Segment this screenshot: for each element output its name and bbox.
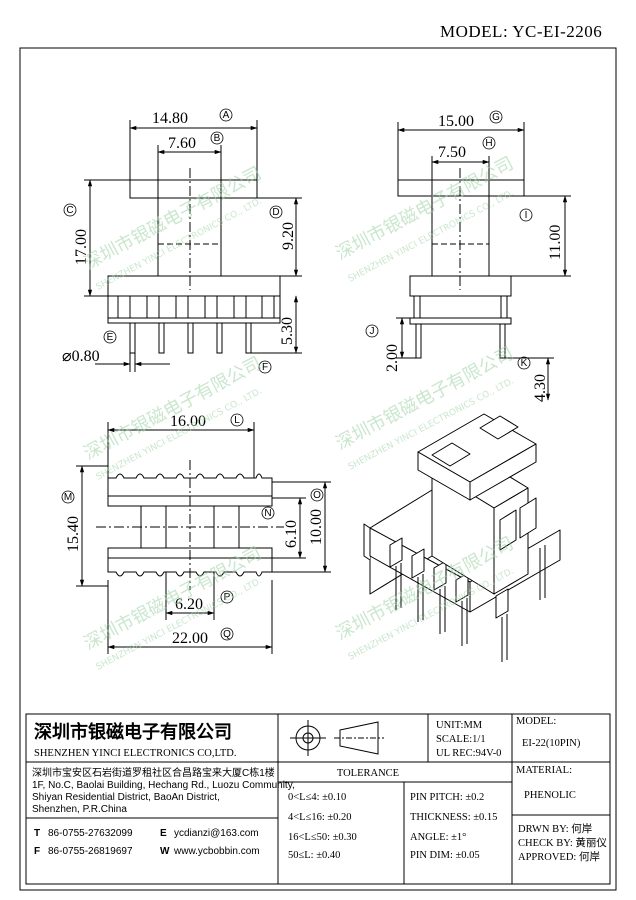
tag-c: C (66, 205, 73, 216)
dim-p-value: 6.20 (175, 596, 203, 613)
tag-d: D (272, 207, 279, 218)
dim-d-value: 9.20 (280, 222, 297, 250)
address-en-line2: Shiyan Residential District, BaoAn Distr… (32, 792, 220, 803)
pin-pitch-tol: PIN PITCH: ±0.2 (410, 792, 484, 803)
fax-number: 86-0755-26819697 (48, 846, 133, 857)
dim-a-value: 14.80 (152, 110, 188, 127)
tag-q: Q (223, 629, 231, 640)
dim-i-value: 11.00 (547, 225, 564, 260)
material-field-value: PHENOLIC (524, 790, 576, 801)
tag-n: N (264, 508, 271, 519)
dim-j-value: 2.00 (384, 344, 401, 372)
tel-label: T (34, 828, 40, 839)
scale-label: SCALE:1/1 (436, 734, 486, 745)
drawn-by: DRWN BY: 何岸 (518, 822, 592, 835)
tag-m: M (64, 492, 72, 503)
checked-by: CHECK BY: 黄丽仪 (518, 836, 607, 849)
address-en-line1: 1F, No.C, Baolai Building, Hechang Rd., … (32, 780, 295, 791)
email-label: E (160, 828, 167, 839)
tag-g: G (492, 112, 500, 123)
dim-e-value: ⌀0.80 (62, 348, 100, 365)
tag-j: J (370, 326, 375, 337)
outer-frame (19, 47, 617, 891)
front-dim-labels: 14.80 7.60 17.00 9.20 ⌀0.80 5.30 (62, 110, 297, 365)
side-dim-labels: 15.00 7.50 11.00 2.00 4.30 (384, 113, 564, 402)
tolerance-row-3: 16<L≤50: ±0.30 (288, 832, 357, 843)
pin-dim-tol: PIN DIM: ±0.05 (410, 850, 480, 861)
tag-l: L (234, 415, 240, 426)
model-number: MODEL: YC-EI-2206 (440, 22, 603, 41)
model-field-value: EI-22(10PIN) (522, 738, 581, 749)
thickness-tol: THICKNESS: ±0.15 (410, 812, 497, 823)
dim-q-value: 22.00 (172, 630, 208, 647)
top-view (76, 422, 331, 654)
address-en-line3: Shenzhen, P.R.China (32, 804, 127, 815)
dim-g-value: 15.00 (438, 113, 474, 130)
unit-label: UNIT:MM (436, 720, 483, 731)
front-balloons (63, 108, 283, 374)
tolerance-row-2: 4<L≤16: ±0.20 (288, 812, 352, 823)
isometric-view (363, 413, 561, 662)
side-balloon-tags: G H I J K (370, 112, 528, 369)
dim-m-value: 15.40 (65, 516, 82, 552)
model-field-label: MODEL: (516, 716, 556, 727)
tag-e: E (107, 332, 114, 343)
side-view (396, 122, 571, 401)
material-field-label: MATERIAL: (516, 765, 572, 776)
tolerance-row-1: 0<L≤4: ±0.10 (288, 792, 346, 803)
tag-k: K (521, 358, 528, 369)
website-url[interactable]: www.ycbobbin.com (173, 846, 260, 857)
tolerance-row-4: 50≤L: ±0.40 (288, 850, 340, 861)
top-balloons (61, 413, 324, 641)
top-balloon-tags: L M N O P Q (64, 415, 321, 640)
tag-o: O (313, 490, 321, 501)
dim-c-value: 17.00 (73, 229, 90, 265)
dim-n-value: 6.10 (283, 520, 300, 548)
web-label: W (160, 846, 170, 857)
dim-k-value: 4.30 (532, 374, 549, 402)
angle-tol: ANGLE: ±1° (410, 832, 466, 843)
company-name-cn: 深圳市银磁电子有限公司 (34, 721, 232, 743)
title-block-text: 深圳市银磁电子有限公司 SHENZHEN YINCI ELECTRONICS C… (32, 716, 607, 863)
email-address[interactable]: ycdianzi@163.com (174, 828, 259, 839)
tag-p: P (224, 592, 231, 603)
ul-rec-label: UL REC:94V-0 (436, 748, 501, 759)
tag-a: A (223, 110, 230, 121)
front-view (84, 120, 302, 372)
tag-i: I (525, 210, 528, 221)
tag-b: B (214, 133, 221, 144)
tag-h: H (485, 138, 492, 149)
tel-number: 86-0755-27632099 (48, 828, 133, 839)
front-balloon-tags: A B C D E F (66, 110, 279, 373)
fax-label: F (34, 846, 40, 857)
title-block (25, 713, 611, 885)
tag-f: F (262, 362, 268, 373)
top-dim-labels: 16.00 15.40 6.10 10.00 6.20 22.00 (65, 413, 325, 647)
dim-o-value: 10.00 (308, 509, 325, 545)
dim-h-value: 7.50 (438, 144, 466, 161)
company-name-en: SHENZHEN YINCI ELECTRONICS CO,LTD. (34, 748, 237, 759)
approved-by: APPROVED: 何岸 (518, 850, 600, 863)
dim-l-value: 16.00 (170, 413, 206, 430)
side-balloons (365, 110, 533, 370)
tolerance-title: TOLERANCE (337, 768, 399, 779)
dim-f-value: 5.30 (279, 317, 296, 345)
address-cn: 深圳市宝安区石岩街道罗租社区合昌路宝来大厦C栋1楼 (32, 766, 275, 779)
dim-b-value: 7.60 (168, 135, 196, 152)
